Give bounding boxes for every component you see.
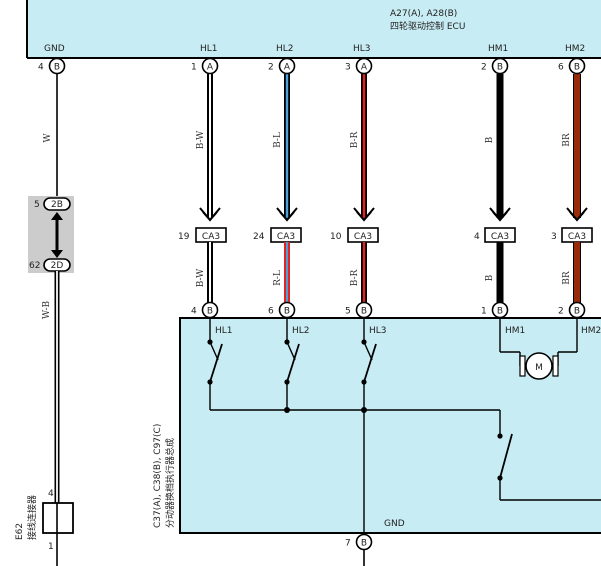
actuator-terminal-marker-hm1: B1 [481, 301, 509, 319]
terminal-connector-letter: A [284, 63, 291, 73]
actuator-terminal-marker-hm2: B2 [558, 301, 586, 319]
ecu-terminal-hm2: HM2 [565, 44, 585, 54]
actuator-terminal-hl3: HL3 [369, 326, 387, 336]
wire-code-hl3-lower: B-R [350, 269, 360, 286]
ecu-terminal-gnd: GND [44, 44, 65, 54]
terminal-pin-number: 2 [268, 63, 274, 73]
junction-2d-pin: 62 [29, 261, 40, 271]
switch-circuit [209, 318, 601, 533]
terminal-connector-letter: B [54, 63, 60, 73]
ecu-title: A27(A), A28(B) [390, 9, 457, 19]
junction-2b [43, 197, 71, 211]
wire-code-hl1-lower: B-W [196, 268, 206, 287]
actuator-gnd-marker: B7 [345, 533, 373, 551]
ca3-label: CA3 [354, 232, 372, 242]
connector-e62 [42, 502, 74, 534]
junction-2b-label: 2B [51, 200, 63, 210]
actuator-terminal-marker-hl2: B6 [268, 301, 296, 319]
ecu-terminal-marker-hm2: B6 [558, 57, 586, 75]
wire-code-gnd-lower: W-B [42, 300, 52, 319]
actuator-gnd-label: GND [384, 519, 405, 529]
terminal-pin-number: 6 [558, 63, 564, 73]
terminal-connector-letter: B [574, 63, 580, 73]
wire-code-hm2-lower: BR [562, 271, 572, 285]
ecu-panel [27, 0, 601, 58]
actuator-subtitle: 分动器换档执行器总成 [164, 438, 176, 528]
terminal-pin-number: 1 [481, 307, 487, 317]
terminal-connector-letter: B [574, 307, 580, 317]
terminal-pin-number: 3 [345, 63, 351, 73]
switch-contacts [207, 339, 503, 481]
ecu-terminal-marker-hl2: A2 [268, 57, 296, 75]
motor-icon: M [519, 352, 559, 380]
ca3-pin: 24 [253, 232, 265, 242]
ecu-terminal-marker-hl3: A3 [345, 57, 373, 75]
actuator-terminal-hm2: HM2 [581, 326, 601, 336]
ecu-terminal-marker-gnd: B4 [38, 57, 66, 75]
ca3-hl2: CA3 24 [253, 227, 302, 243]
wire-code-hm2-upper: BR [562, 133, 572, 147]
terminal-connector-letter: B [361, 539, 367, 549]
e62-code: E62 [15, 523, 25, 540]
ecu-terminal-marker-hl1: A1 [191, 57, 219, 75]
e62-top-pin: 4 [48, 489, 54, 499]
junction-2d-label: 2D [51, 261, 64, 271]
actuator-terminal-hl1: HL1 [215, 326, 233, 336]
ca3-label: CA3 [491, 232, 509, 242]
ca3-hl3: CA3 10 [330, 227, 379, 243]
wire-code-hl2-lower: R-L [273, 270, 283, 286]
terminal-pin-number: 7 [345, 539, 351, 549]
ca3-pin: 4 [474, 232, 480, 242]
ca3-label: CA3 [277, 232, 295, 242]
wire-code-hl3-upper: B-R [350, 131, 360, 148]
ecu-terminal-hm1: HM1 [488, 44, 508, 54]
terminal-connector-letter: B [284, 307, 290, 317]
switch-blades [209, 343, 513, 479]
actuator-terminal-hm1: HM1 [505, 326, 525, 336]
ecu-terminal-hl1: HL1 [200, 44, 218, 54]
ca3-hl1: CA3 19 [178, 227, 227, 243]
ecu-terminal-hl2: HL2 [276, 44, 294, 54]
terminal-pin-number: 1 [191, 63, 197, 73]
ca3-label: CA3 [568, 232, 586, 242]
ecu-terminal-marker-hm1: B2 [481, 57, 509, 75]
ecu-subtitle: 四轮驱动控制 ECU [390, 20, 465, 32]
terminal-pin-number: 5 [345, 307, 351, 317]
terminal-connector-letter: B [207, 307, 213, 317]
terminal-pin-number: 4 [191, 307, 197, 317]
terminal-pin-number: 4 [38, 63, 44, 73]
ca3-pin: 10 [330, 232, 342, 242]
terminal-connector-letter: B [497, 307, 503, 317]
actuator-terminal-marker-hl3: B5 [345, 301, 373, 319]
terminal-pin-number: 2 [481, 63, 487, 73]
actuator-panel [180, 318, 601, 533]
motor-label: M [535, 363, 543, 373]
ecu-terminal-hl3: HL3 [353, 44, 371, 54]
wire-code-hl1-upper: B-W [196, 130, 206, 149]
terminal-connector-letter: A [361, 63, 368, 73]
terminal-connector-letter: B [497, 63, 503, 73]
terminal-pin-number: 2 [558, 307, 564, 317]
ca3-hm2: CA3 3 [551, 227, 593, 243]
ca3-pin: 3 [551, 232, 557, 242]
actuator-terminal-marker-hl1: B4 [191, 301, 219, 319]
actuator-title: C37(A), C38(B), C97(C) [153, 424, 163, 528]
junction-2b-pin: 5 [34, 200, 40, 210]
ca3-hm1: CA3 4 [474, 227, 516, 243]
wire-code-hm1-upper: B [485, 136, 495, 143]
terminal-pin-number: 6 [268, 307, 274, 317]
terminal-connector-letter: A [207, 63, 214, 73]
ca3-arrows [199, 207, 588, 222]
wire-code-hl2-upper: B-L [273, 132, 283, 148]
wire-code-gnd-upper: W [43, 133, 53, 143]
ca3-label: CA3 [202, 232, 220, 242]
e62-name: 接线连接器 [26, 495, 38, 540]
wire-code-hm1-lower: B [485, 274, 495, 281]
ca3-pin: 19 [178, 232, 190, 242]
actuator-terminal-hl2: HL2 [292, 326, 310, 336]
e62-bottom-pin: 1 [48, 542, 54, 552]
terminal-connector-letter: B [361, 307, 367, 317]
